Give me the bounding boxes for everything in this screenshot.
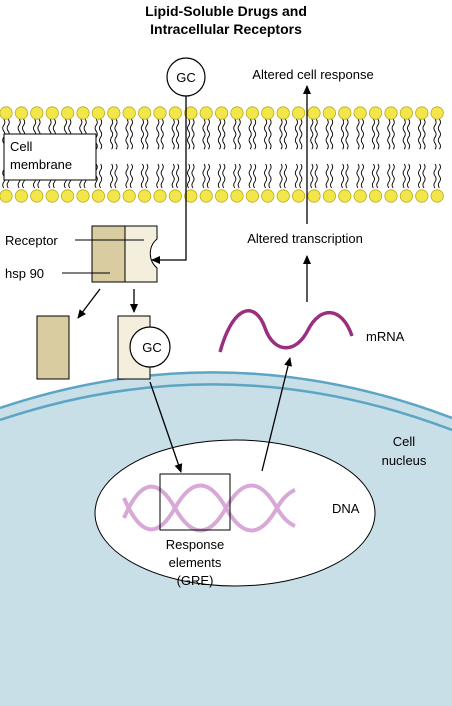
nuclear-envelope-outer <box>0 371 452 420</box>
lipid-head <box>338 189 352 203</box>
altered-transcription-label: Altered transcription <box>247 231 363 246</box>
lipid-head <box>76 106 90 120</box>
dna-double-helix <box>122 483 296 533</box>
lipid-head <box>184 106 198 120</box>
mrna-label: mRNA <box>366 329 405 344</box>
lipid-head <box>322 106 336 120</box>
lipid-head <box>384 189 398 203</box>
lipid-head <box>138 106 152 120</box>
altered-cell-response-label: Altered cell response <box>252 67 373 82</box>
response-elements-box <box>159 473 231 531</box>
lipid-head <box>245 106 259 120</box>
arrow-dissociate-hsp90 <box>77 288 101 319</box>
lipid-head <box>368 189 383 203</box>
lipid-head <box>353 189 367 203</box>
lipid-head <box>230 189 244 203</box>
lipid-head <box>291 189 306 203</box>
dna-region-ellipse <box>94 439 376 587</box>
lipid-head <box>399 189 413 203</box>
lipid-head <box>60 189 75 203</box>
lipid-head <box>107 106 121 120</box>
lipid-head <box>307 189 321 203</box>
diagram-title-line2: Intracellular Receptors <box>150 21 302 37</box>
receptor-label: Receptor <box>5 233 58 248</box>
lipid-head <box>91 189 106 203</box>
gc-label-top: GC <box>176 70 196 85</box>
lipid-head <box>261 189 275 203</box>
nuclear-envelope-inner <box>0 383 452 432</box>
lipid-head <box>215 106 229 120</box>
hsp90-label: hsp 90 <box>5 266 44 281</box>
lipid-head <box>153 106 167 120</box>
lipid-head <box>399 106 413 120</box>
free-hsp90 <box>36 315 70 380</box>
lipid-head <box>199 189 213 203</box>
cell-nucleus-label-line2: nucleus <box>382 453 427 468</box>
arrow-gc-to-receptor <box>151 96 187 264</box>
lipid-head <box>91 106 106 120</box>
lipid-head <box>168 189 182 203</box>
lipid-head <box>430 106 444 120</box>
lipid-head <box>261 106 275 120</box>
lipid-head <box>138 189 152 203</box>
lipid-head <box>0 106 13 120</box>
lipid-head <box>14 189 28 203</box>
cell-nucleus-label-line1: Cell <box>393 434 416 449</box>
lipid-head <box>30 189 44 203</box>
lipid-head <box>107 189 121 203</box>
mrna-strand <box>218 309 354 353</box>
lipid-head <box>415 189 429 203</box>
lipid-head <box>245 189 259 203</box>
lipid-head <box>430 189 444 203</box>
dna-label: DNA <box>332 501 360 516</box>
cell-membrane-label-line1: Cell <box>10 139 33 154</box>
lipid-head <box>353 106 367 120</box>
lipid-head <box>230 106 244 120</box>
lipid-head <box>122 106 136 120</box>
lipid-head <box>45 106 59 120</box>
lipid-head <box>122 189 136 203</box>
gc-bound-molecule <box>129 326 171 368</box>
response-elements-label-line1: Response <box>166 537 225 552</box>
gc-label-bound: GC <box>142 340 162 355</box>
arrow-dna-to-mrna <box>261 357 292 472</box>
receptor-hsp90-complex <box>91 225 158 283</box>
cell-membrane-label-box <box>3 133 97 181</box>
lipid-head <box>322 189 336 203</box>
lipid-head <box>384 106 398 120</box>
lipid-head <box>0 189 13 203</box>
altered-transcription-label-bg <box>222 228 390 248</box>
lipid-head <box>307 106 321 120</box>
lipid-head <box>199 106 213 120</box>
lipid-head <box>14 106 28 120</box>
lipid-head <box>168 106 182 120</box>
response-elements-label-line2: elements <box>169 555 222 570</box>
lipid-head <box>76 189 90 203</box>
lipid-head <box>153 189 167 203</box>
cell-membrane-label-line2: membrane <box>10 157 72 172</box>
response-elements-label-line3: (GRE) <box>177 573 214 588</box>
lipid-head <box>60 106 75 120</box>
lipid-head <box>291 106 306 120</box>
lipid-head <box>276 106 290 120</box>
lipid-head <box>30 106 44 120</box>
lipid-head <box>415 106 429 120</box>
diagram-title-line1: Lipid-Soluble Drugs and <box>145 3 307 19</box>
lipid-head <box>45 189 59 203</box>
lipid-head <box>276 189 290 203</box>
lipid-head <box>368 106 383 120</box>
arrow-complex-to-dna <box>149 381 183 473</box>
lipid-head <box>184 189 198 203</box>
lipid-head <box>215 189 229 203</box>
lipid-head <box>338 106 352 120</box>
